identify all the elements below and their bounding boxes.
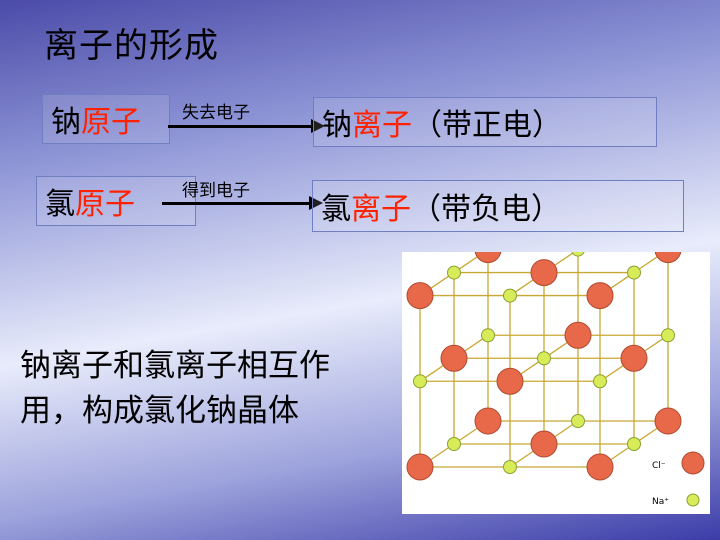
legend-na-label: Na⁺ <box>652 497 669 507</box>
legend-cl-label: Cl⁻ <box>652 461 666 471</box>
chloride-ion-sphere <box>474 407 502 435</box>
lose-electron-label: 失去电子 <box>182 103 250 123</box>
sodium-ion-mid: 离子 <box>352 108 412 143</box>
sodium-ion-sphere <box>661 328 675 343</box>
lose-electron-arrow-icon <box>311 119 325 133</box>
sodium-ion-sphere <box>537 351 551 366</box>
legend-na-icon <box>686 493 700 507</box>
sodium-ion-sphere <box>447 437 461 451</box>
chloride-ion-charge: （带负电） <box>411 192 561 227</box>
sodium-ion-charge: （带正电） <box>412 108 562 143</box>
sodium-ion-box: 钠离子（带正电） <box>313 97 657 147</box>
chloride-ion-mid: 离子 <box>351 192 411 227</box>
sodium-ion-sphere <box>503 288 517 303</box>
chloride-ion-sphere <box>496 367 524 395</box>
legend: Cl⁻ Na⁺ <box>652 451 705 507</box>
sodium-ion-sphere <box>413 374 427 389</box>
chloride-ion-sphere <box>440 344 468 372</box>
crystal-description: 钠离子和氯离子相互作用，构成氯化钠晶体 <box>20 348 330 429</box>
sodium-ion-sphere <box>571 414 585 428</box>
slide-title: 离子的形成 <box>44 26 219 66</box>
lose-electron-arrow-line <box>168 125 314 128</box>
chloride-ion-sphere <box>474 236 502 264</box>
sodium-atom-box: 钠原子 <box>42 94 170 144</box>
chloride-ion-sphere <box>406 282 434 310</box>
chloride-ion-prefix: 氯 <box>321 192 351 227</box>
chloride-ion-sphere <box>586 282 614 310</box>
gain-electron-arrow-line <box>162 202 312 205</box>
sodium-atom-prefix: 钠 <box>51 105 81 140</box>
sodium-ion-sphere <box>503 460 517 474</box>
nacl-crystal-image: Cl⁻ Na⁺ <box>402 236 710 514</box>
chloride-ion-sphere <box>406 453 434 481</box>
chlorine-atom-suffix: 原子 <box>75 187 135 222</box>
chloride-ion-sphere <box>654 407 682 435</box>
chloride-ion-sphere <box>530 259 558 287</box>
chloride-ion-sphere <box>654 236 682 264</box>
chloride-ion-box: 氯离子（带负电） <box>312 180 684 232</box>
nacl-lattice-svg: Cl⁻ Na⁺ <box>406 236 705 507</box>
sodium-ion-sphere <box>593 374 607 389</box>
chloride-ion-sphere <box>530 430 558 458</box>
sodium-ion-sphere <box>447 265 461 280</box>
sodium-atom-suffix: 原子 <box>81 105 141 140</box>
sodium-ion-sphere <box>627 265 641 280</box>
chloride-ion-sphere <box>620 344 648 372</box>
sodium-ion-prefix: 钠 <box>322 108 352 143</box>
chlorine-atom-prefix: 氯 <box>45 187 75 222</box>
gain-electron-label: 得到电子 <box>182 181 250 201</box>
chloride-ion-sphere <box>586 453 614 481</box>
chlorine-atom-box: 氯原子 <box>36 176 196 226</box>
sodium-ion-sphere <box>571 242 585 257</box>
sodium-ion-sphere <box>627 437 641 451</box>
chloride-ion-sphere <box>564 321 592 349</box>
sodium-ion-sphere <box>481 328 495 343</box>
legend-cl-icon <box>681 451 705 475</box>
